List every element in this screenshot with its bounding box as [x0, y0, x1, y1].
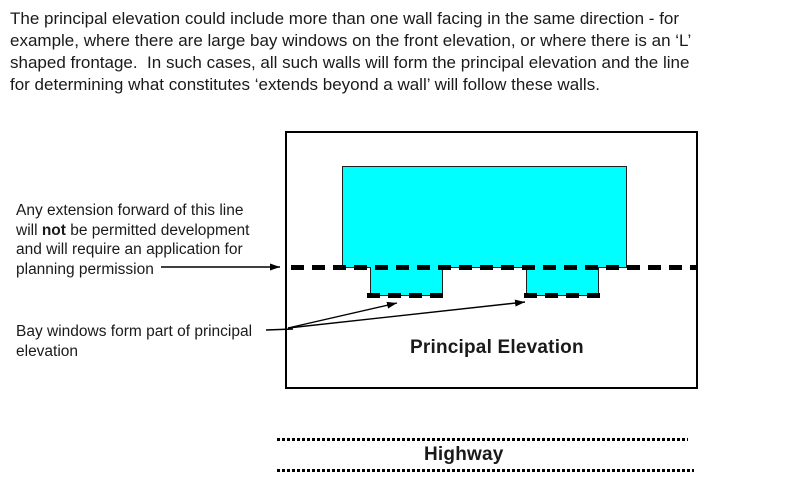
highway-label: Highway: [424, 444, 504, 465]
extension-annotation-line-2-post: be permitted development: [65, 221, 250, 239]
extension-annotation-line-3: and will require an application for: [16, 241, 243, 258]
intro-paragraph: The principal elevation could include mo…: [10, 8, 796, 96]
highway-edge-top: [277, 438, 688, 441]
intro-line-2: example, where there are large bay windo…: [10, 31, 692, 50]
intro-line-3: shaped frontage. In such cases, all such…: [10, 53, 690, 72]
intro-line-1: The principal elevation could include mo…: [10, 9, 680, 28]
extension-annotation-not: not: [41, 221, 66, 239]
highway-edge-bottom: [277, 469, 694, 472]
extension-annotation-line-2-pre: will: [16, 221, 42, 239]
extension-annotation-line-2: will not be permitted development: [16, 221, 276, 241]
bay-windows-annotation-line-2: elevation: [16, 342, 79, 360]
main-building-wall: [342, 166, 627, 268]
extension-annotation: Any extension forward of this line will …: [16, 201, 276, 279]
principal-elevation-dashed-line: [291, 265, 697, 270]
bay-windows-annotation-line-1: Bay windows form part of principal: [16, 323, 253, 340]
bay-window-right: [526, 267, 599, 296]
principal-elevation-label: Principal Elevation: [410, 337, 584, 358]
bay-left-dashed-line: [367, 293, 445, 298]
intro-line-4: for determining what constitutes ‘extend…: [10, 75, 600, 94]
bay-windows-annotation: Bay windows form part of principal eleva…: [16, 322, 276, 361]
extension-annotation-line-1: Any extension forward of this line: [16, 202, 244, 219]
bay-window-left: [370, 267, 443, 296]
bay-right-dashed-line: [524, 293, 601, 298]
extension-annotation-line-4: planning permission: [16, 260, 154, 278]
